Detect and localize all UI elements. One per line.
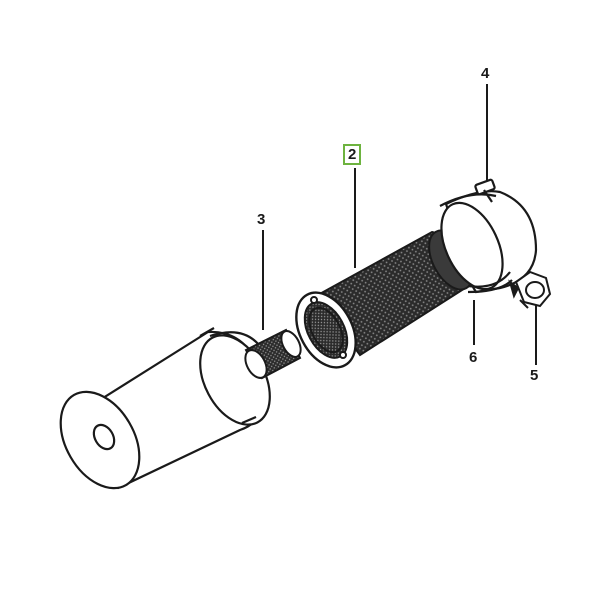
callout-part-2[interactable]: 2 (343, 144, 362, 165)
callout-part-3[interactable]: 3 (257, 211, 266, 228)
callout-part-5[interactable]: 5 (530, 367, 539, 384)
inner-safety-element (244, 328, 302, 380)
callout-part-6[interactable]: 6 (469, 349, 478, 366)
callout-part-4[interactable]: 4 (481, 65, 490, 82)
wing-nut-fitting (508, 270, 552, 309)
main-filter-element (295, 229, 474, 369)
filter-housing-cover (59, 327, 271, 490)
rear-housing (439, 178, 538, 294)
